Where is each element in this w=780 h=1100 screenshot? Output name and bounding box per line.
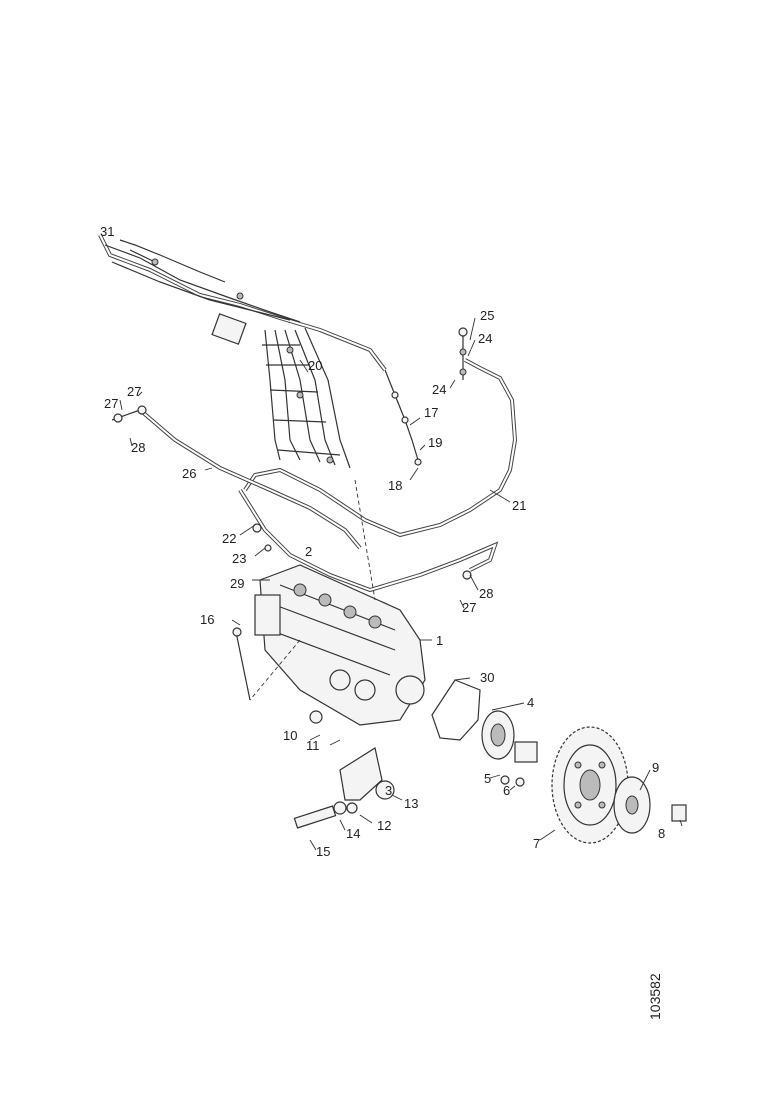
label-24a: 24 [478, 331, 492, 346]
label-12: 12 [377, 818, 391, 833]
label-28b: 28 [479, 586, 493, 601]
pump-hub [481, 710, 538, 787]
part-labels: 1 4 5 6 7 8 9 10 11 12 13 14 15 16 17 18… [100, 224, 665, 859]
label-22: 22 [222, 531, 236, 546]
gasket [431, 679, 481, 741]
return-pipe [243, 327, 518, 538]
label-13: 13 [404, 796, 418, 811]
injection-pump [249, 479, 426, 726]
label-25: 25 [480, 308, 494, 323]
label-6: 6 [503, 783, 510, 798]
label-31: 31 [100, 224, 114, 239]
label-2: 2 [305, 544, 312, 559]
label-27c: 27 [462, 600, 476, 615]
label-23: 23 [232, 551, 246, 566]
label-16: 16 [200, 612, 214, 627]
drive-gear [551, 726, 629, 844]
label-10: 10 [283, 728, 297, 743]
label-26: 26 [182, 466, 196, 481]
label-8: 8 [658, 826, 665, 841]
label-30: 30 [480, 670, 494, 685]
label-4: 4 [527, 695, 534, 710]
label-20: 20 [308, 358, 322, 373]
label-5: 5 [484, 771, 491, 786]
label-28a: 28 [131, 440, 145, 455]
label-24b: 24 [432, 382, 446, 397]
figure-id: 103582 [647, 973, 663, 1020]
mounting-bracket [232, 627, 395, 829]
label-15: 15 [316, 844, 330, 859]
label-17: 17 [424, 405, 438, 420]
label-21: 21 [512, 498, 526, 513]
label-27b: 27 [104, 396, 118, 411]
label-14: 14 [346, 826, 360, 841]
label-7: 7 [533, 836, 540, 851]
label-11: 11 [306, 738, 320, 753]
flange-plate [613, 776, 687, 834]
leader-lines [119, 317, 683, 851]
label-19: 19 [428, 435, 442, 450]
label-27a: 27 [127, 384, 141, 399]
label-18: 18 [388, 478, 402, 493]
label-9: 9 [652, 760, 659, 775]
injector-pipe-bundle [98, 234, 422, 469]
label-1: 1 [436, 633, 443, 648]
label-29: 29 [230, 576, 244, 591]
label-3: 3 [385, 783, 392, 798]
fuel-feed-pipe [238, 488, 499, 593]
leak-off-pipe [111, 405, 362, 550]
